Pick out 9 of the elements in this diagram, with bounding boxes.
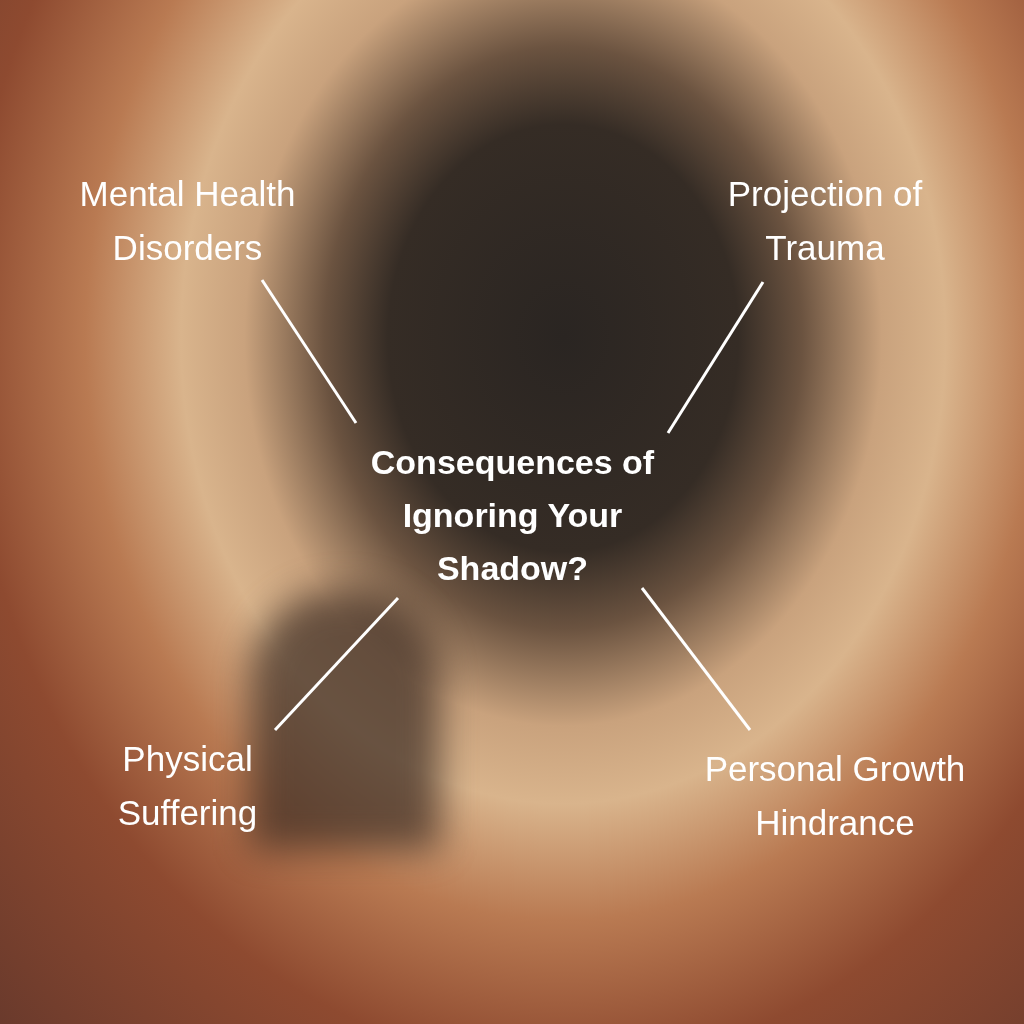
connector-line: [666, 281, 765, 434]
consequence-text: Physical Suffering: [116, 737, 259, 834]
heading-text: Consequences of Ignoring Your Shadow?: [369, 442, 656, 589]
consequence-text: Projection of Trauma: [726, 172, 924, 269]
connector-line: [260, 279, 358, 424]
connector-line: [273, 596, 400, 732]
connector-line: [640, 587, 752, 731]
consequence-text: Personal Growth Hindrance: [703, 747, 967, 844]
consequence-text: Mental Health Disorders: [78, 172, 297, 269]
